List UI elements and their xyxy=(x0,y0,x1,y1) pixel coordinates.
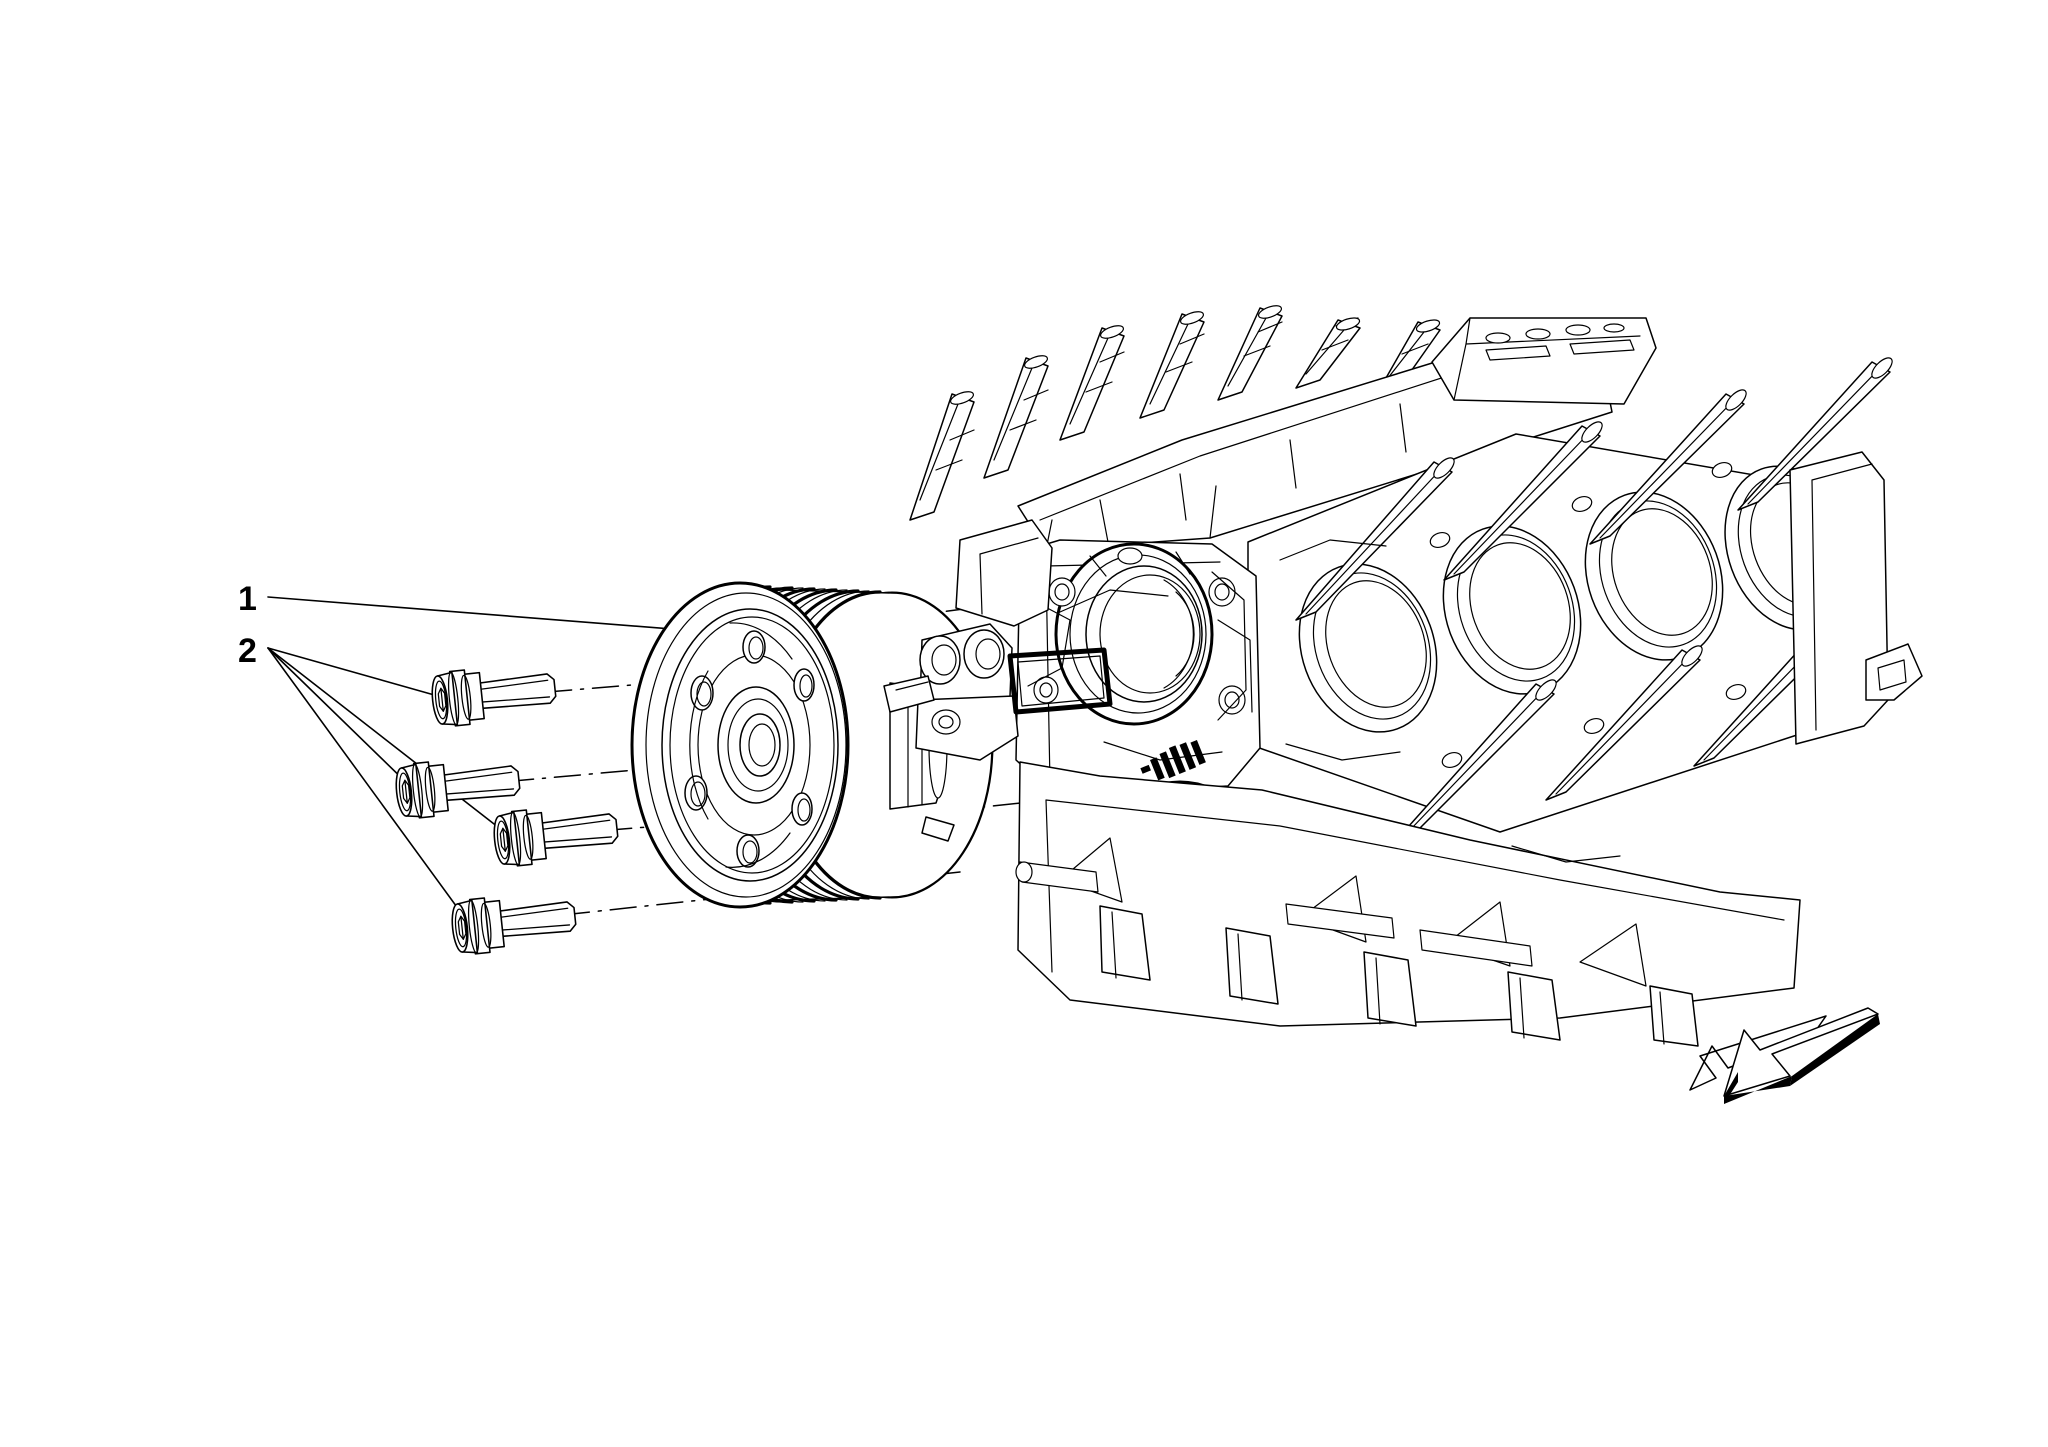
block-front-housing xyxy=(1015,539,1261,797)
pulley-bolt-holes xyxy=(684,630,815,868)
block-rear-cover-plate xyxy=(1431,317,1657,405)
block-casting-mark xyxy=(1140,739,1206,781)
bolt-4 xyxy=(449,887,579,957)
leader-line-2a xyxy=(267,647,453,701)
callout-number-1: 1 xyxy=(238,580,257,618)
bolt-2 xyxy=(393,751,523,821)
leader-line-2d xyxy=(267,647,471,926)
bolt-3 xyxy=(491,799,621,869)
accessory-drive-bosses xyxy=(883,623,1019,761)
leader-line-2c xyxy=(267,647,513,839)
pulley-front-flange xyxy=(630,581,850,909)
block-rear-flange xyxy=(1789,451,1923,745)
head-studs-left-bank xyxy=(909,305,1441,521)
cylinder-bore-3 xyxy=(1584,491,1724,661)
bolt-1 xyxy=(429,659,559,729)
pulley-fixing-screws xyxy=(393,659,621,957)
block-front-pad xyxy=(955,519,1113,715)
block-bedplate xyxy=(1015,761,1801,1047)
head-studs-right-bank xyxy=(1295,357,1893,837)
leader-line-2b xyxy=(267,647,415,791)
crankshaft-pulley xyxy=(630,581,994,909)
engine-block xyxy=(883,305,1923,1047)
gasket-window xyxy=(1007,647,1113,715)
direction-arrow xyxy=(1689,1007,1880,1104)
cylinder-bore-2 xyxy=(1442,525,1582,695)
callout-number-2: 2 xyxy=(238,632,257,670)
cylinder-bore-1 xyxy=(1298,563,1438,733)
water-pump-bore xyxy=(1054,542,1214,726)
